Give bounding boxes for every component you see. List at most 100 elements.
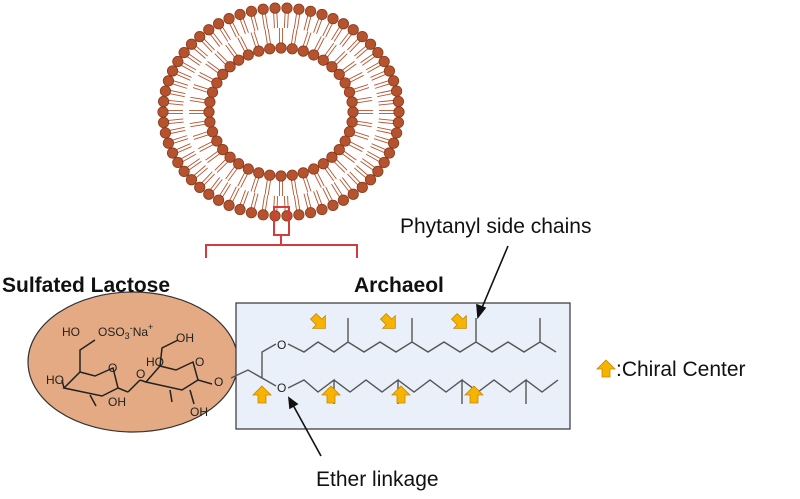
lipid-head — [206, 86, 219, 98]
pointer-lines — [288, 245, 509, 457]
lipid-head — [203, 106, 215, 118]
phytanyl-label: Phytanyl side chains — [400, 215, 591, 238]
archaeol-box — [235, 302, 571, 430]
o-ether-top-label: O — [277, 338, 286, 352]
lipid-head — [166, 65, 179, 77]
lipid-head — [304, 5, 317, 17]
lipid-head — [297, 167, 309, 179]
bracket-line — [205, 235, 358, 258]
chiral-arrow-icon — [309, 312, 326, 329]
lipid-head — [326, 61, 338, 73]
lipid-head — [245, 5, 258, 17]
lipid-head — [387, 137, 400, 149]
chiral-arrow-icon — [450, 312, 467, 329]
lipid-head — [372, 165, 384, 178]
o-ring1-label: O — [108, 361, 117, 375]
lipid-head — [343, 126, 356, 138]
lipid-head — [185, 38, 198, 50]
lipid-head — [158, 95, 170, 108]
ring-2-substituents — [127, 339, 213, 405]
lipid-head — [172, 55, 184, 68]
lipid-head — [257, 209, 269, 221]
ho-left2-label: HO — [146, 355, 164, 369]
lipid-head — [234, 8, 246, 21]
chiral-legend-arrow — [596, 359, 616, 378]
lipid-head — [392, 95, 404, 108]
lipid-head — [337, 18, 350, 30]
lipid-head — [339, 77, 351, 89]
lipid-head — [317, 158, 329, 170]
lactose-atom-labels: HO OSO3-Na+ OH HO O O O HO O OH OH — [46, 322, 223, 419]
lipid-head — [211, 77, 223, 89]
lipid-head — [162, 75, 175, 87]
lipid-head — [333, 68, 345, 80]
lipid-head — [378, 55, 390, 68]
lipid-head — [333, 144, 345, 156]
lipid-head — [206, 126, 219, 138]
lipid-head — [264, 169, 276, 181]
lipid-head — [378, 156, 390, 169]
lipid-head — [223, 199, 235, 211]
phytanyl-pointer-line — [480, 245, 509, 311]
archaeol-title: Archaeol — [354, 274, 444, 297]
sulfated-lactose-title: Sulfated Lactose — [2, 274, 170, 297]
lipid-head — [316, 203, 328, 216]
lipid-head — [242, 163, 254, 175]
lipid-head — [347, 24, 359, 36]
lipid-head — [327, 199, 339, 211]
lipid-head — [172, 156, 184, 169]
lipid-head — [339, 135, 351, 147]
lipid-head — [308, 163, 320, 175]
lipid-head — [286, 169, 298, 181]
lipid-head — [194, 31, 206, 43]
lipid-head — [372, 46, 384, 59]
inner-leaflet — [189, 28, 373, 196]
lipid-head — [234, 203, 246, 216]
lipid-head — [204, 116, 216, 128]
lipid-head — [383, 147, 396, 159]
lipid-head — [364, 38, 377, 50]
lipid-head — [286, 43, 298, 55]
lipid-head — [326, 151, 338, 163]
lipid-head — [185, 174, 198, 186]
lipid-head — [224, 61, 236, 73]
oh-top-right-label: OH — [176, 331, 194, 345]
lactose-structure — [61, 339, 213, 407]
lipid-head — [297, 45, 309, 57]
lipid-head — [387, 75, 400, 87]
lipid-head — [166, 147, 179, 159]
lipid-head — [194, 181, 206, 193]
lipid-head — [308, 49, 320, 61]
chiral-arrow-icon — [252, 385, 272, 404]
lipid-head — [257, 3, 269, 15]
lipid-head — [217, 68, 229, 80]
phytanyl-pointer-head — [476, 303, 487, 320]
oh-bottom1-label: OH — [108, 395, 126, 409]
chiral-arrow-icon — [379, 312, 396, 329]
lipid-head — [178, 165, 190, 178]
outer-leaflet — [157, 2, 405, 222]
lipid-head — [178, 46, 190, 59]
chiral-legend-arrow-icon — [596, 359, 616, 378]
ho-top-label: HO — [62, 325, 80, 339]
lipid-head — [217, 144, 229, 156]
lipid-head — [393, 106, 405, 118]
lipid-head — [304, 207, 317, 219]
ho-left-mid-label: HO — [46, 373, 64, 387]
lipid-head — [356, 31, 368, 43]
oso3-label: OSO3-Na+ — [98, 322, 153, 341]
vesicle-bracket — [205, 206, 358, 258]
lipid-head — [337, 194, 350, 206]
lipid-head — [346, 96, 358, 108]
lipid-head — [224, 151, 236, 163]
lipid-head — [233, 158, 245, 170]
phytanyl-chain-upper — [287, 318, 557, 353]
lipid-head — [253, 45, 265, 57]
lipid-head — [317, 54, 329, 66]
lipid-head — [269, 2, 281, 14]
lipid-head — [253, 167, 265, 179]
lipid-head — [343, 86, 356, 98]
lipid-head — [158, 116, 170, 129]
lipid-head — [390, 127, 403, 139]
